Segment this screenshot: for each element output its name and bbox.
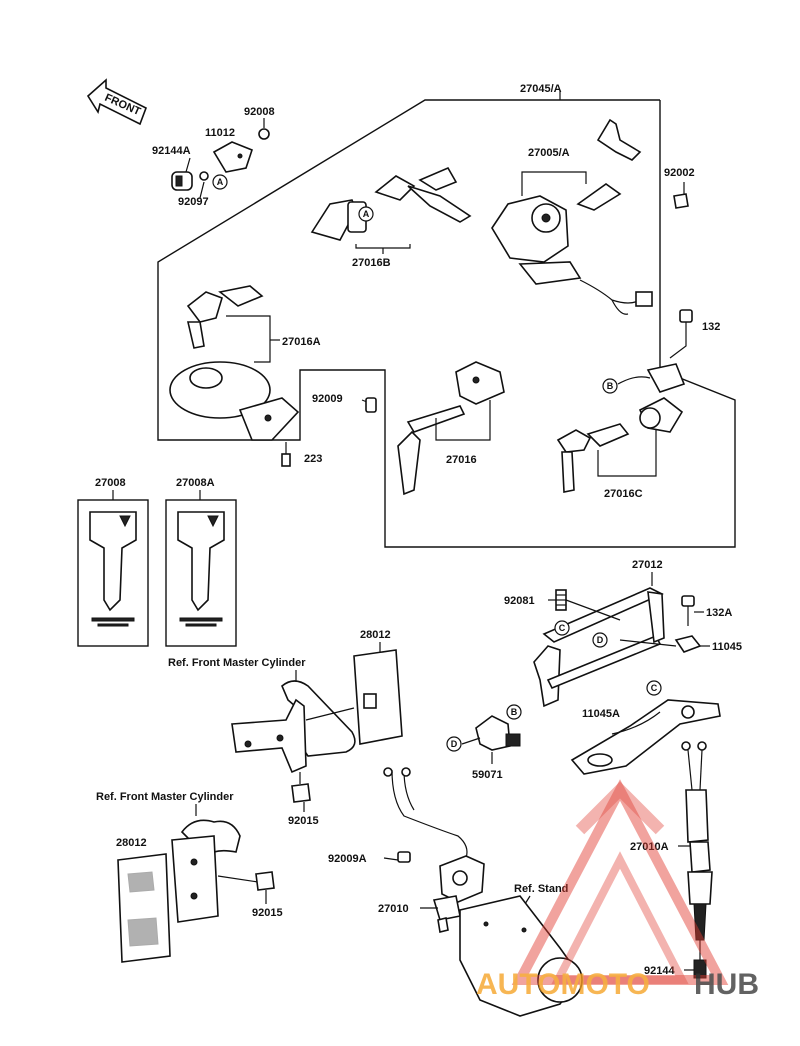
label-27016c: 27016C: [604, 488, 643, 500]
label-92015-top: 92015: [288, 815, 319, 827]
watermark-logo: AUTOMOTO HUB: [476, 779, 759, 1001]
label-92009: 92009: [312, 393, 343, 405]
reflector-28012-top: 28012 Ref. Front Master Cylinder 92015: [168, 629, 403, 827]
label-92144: 92144: [644, 965, 675, 977]
label-28012-top: 28012: [360, 629, 391, 641]
callout-d-1: D: [597, 635, 604, 645]
label-27016b: 27016B: [352, 257, 391, 269]
ref-front-master-bottom: Ref. Front Master Cylinder: [96, 791, 234, 803]
tank-cap-lock-parts: 92008 11012 92144A 92097 A: [152, 106, 275, 208]
callout-c-2: C: [651, 683, 658, 693]
ignition-set-outline: [157, 90, 736, 548]
label-27016a: 27016A: [282, 336, 321, 348]
label-27010: 27010: [378, 903, 409, 915]
label-27008: 27008: [95, 477, 126, 489]
label-27045a: 27045/A: [520, 83, 562, 95]
label-27016: 27016: [446, 454, 477, 466]
label-92097: 92097: [178, 196, 209, 208]
label-92144a: 92144A: [152, 145, 191, 157]
label-11045: 11045: [712, 641, 742, 653]
callout-a-2: A: [363, 209, 370, 219]
label-27012: 27012: [632, 559, 663, 571]
label-132: 132: [702, 321, 720, 333]
label-92002: 92002: [664, 167, 695, 179]
ref-stand: Ref. Stand: [514, 883, 568, 895]
reflector-28012-bottom: Ref. Front Master Cylinder 28012 92015: [96, 791, 283, 963]
callout-c-1: C: [559, 623, 566, 633]
ref-front-master-top: Ref. Front Master Cylinder: [168, 657, 306, 669]
front-arrow: FRONT: [86, 78, 148, 126]
bolt-132: 132: [669, 309, 720, 359]
label-132a: 132A: [706, 607, 732, 619]
plate-11045a: 11045A C: [570, 680, 721, 775]
watermark-text-right: HUB: [694, 968, 759, 1001]
label-92015-bottom: 92015: [252, 907, 283, 919]
label-11045a: 11045A: [582, 708, 620, 720]
lock-27016b: A 27016B: [310, 166, 472, 269]
label-92009a: 92009A: [328, 853, 367, 865]
callout-b-2: B: [511, 707, 518, 717]
watermark-text-left: AUTOMOTO: [476, 968, 650, 1001]
label-28012-bottom: 28012: [116, 837, 147, 849]
callout-b-1: B: [607, 381, 614, 391]
side-stand-switch-27010: 92009A 27010 Ref. Stand: [328, 767, 583, 1017]
ignition-switch-27005a: 27005/A 92002: [491, 118, 695, 315]
callout-a-1: A: [217, 177, 224, 187]
label-92008: 92008: [244, 106, 275, 118]
callout-d-2: D: [451, 739, 458, 749]
label-11012: 11012: [205, 127, 235, 139]
label-223: 223: [304, 453, 322, 465]
key-27008a: 27008A: [165, 477, 237, 647]
seat-lock-27016: 92009 27016: [312, 361, 505, 496]
label-27005a: 27005/A: [528, 147, 570, 159]
label-27008a: 27008A: [176, 477, 215, 489]
bracket-27012: 27012 C D 92081 132A 11045: [504, 559, 742, 708]
switch-59071: B D 59071: [446, 704, 522, 781]
label-59071: 59071: [472, 769, 503, 781]
switch-27010a: 27010A 92144: [630, 741, 713, 979]
label-27010a: 27010A: [630, 841, 669, 853]
fuel-cap-27016a: 27016A 223: [169, 285, 322, 467]
label-92081: 92081: [504, 595, 535, 607]
key-27008: 27008: [77, 477, 149, 647]
helmet-lock-27016c: B 27016C: [556, 363, 686, 500]
